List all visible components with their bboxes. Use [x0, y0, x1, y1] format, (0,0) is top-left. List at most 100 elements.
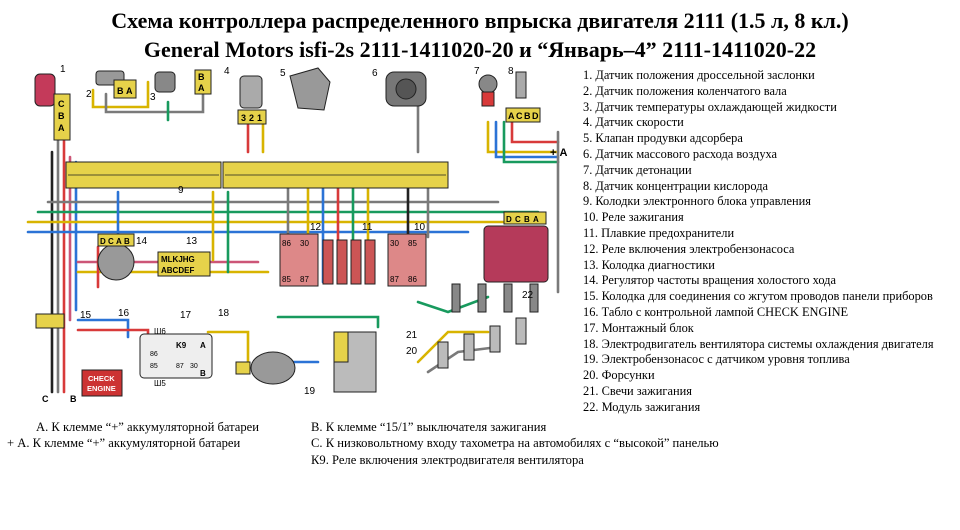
legend-item: 7. Датчик детонации	[583, 162, 692, 177]
relay-12-86: 86	[282, 239, 291, 248]
idle-air-controller	[97, 233, 135, 281]
fuel-pump	[333, 331, 377, 393]
legend-item: 2. Датчик положения коленчатого вала	[583, 83, 787, 98]
label-15: 15	[80, 310, 92, 321]
conn-321-3: 3	[241, 113, 246, 123]
conn-321-1: 1	[257, 113, 262, 123]
relay-k9-85: 85	[150, 363, 158, 370]
component-legend: 1. Датчик положения дроссельной заслонки…	[583, 68, 934, 416]
label-12: 12	[310, 222, 322, 233]
conn-acbd-d: D	[532, 111, 539, 121]
label-13: 13	[186, 236, 198, 247]
note-k9: К9. Реле включения электродвигателя вент…	[311, 453, 584, 467]
legend-item: 6. Датчик массового расхода воздуха	[583, 146, 778, 161]
wiring-diagram: 1 C B A 2 B A 3 B A 4 3 2 1 5 6 7 8 A	[26, 64, 567, 404]
legend-item: 4. Датчик скорости	[583, 115, 684, 130]
sh6-label: Ш6	[154, 327, 166, 336]
label-3: 3	[150, 92, 156, 103]
legend-item: 11. Плавкие предохранители	[583, 225, 735, 240]
bottom-b: B	[70, 394, 77, 404]
conn-dcab-b: B	[124, 237, 130, 246]
label-2: 2	[86, 89, 92, 100]
diag-pins-bottom: ABCDEF	[161, 266, 194, 275]
cooling-fan-motor	[235, 351, 296, 385]
check-engine-line-1: CHECK	[88, 374, 115, 383]
legend-item: 9. Колодки электронного блока управления	[583, 194, 811, 209]
legend-item: 14. Регулятор частоты вращения холостого…	[583, 273, 836, 288]
bottom-c: C	[42, 394, 49, 404]
conn-ba-a-2: A	[126, 86, 133, 96]
relay-12-30: 30	[300, 239, 309, 248]
check-engine-line-2: ENGINE	[87, 384, 116, 393]
conn-ba-a-3: A	[198, 83, 205, 93]
legend-item: 3. Датчик температуры охлаждающей жидкос…	[583, 99, 837, 114]
coolant-temperature-sensor	[154, 69, 212, 95]
label-8: 8	[508, 66, 514, 77]
legend-item: 21. Свечи зажигания	[583, 383, 692, 398]
conn-cba-a: A	[58, 123, 65, 133]
legend-item: 12. Реле включения электробензонасоса	[583, 241, 795, 256]
label-10: 10	[414, 222, 426, 233]
pin-b: B	[200, 369, 206, 378]
fuses	[322, 239, 376, 285]
label-4: 4	[224, 66, 230, 77]
relay-10-30: 30	[390, 239, 399, 248]
relay-k9-87: 87	[176, 363, 184, 370]
relay-10-87: 87	[390, 275, 399, 284]
label-19: 19	[304, 386, 316, 397]
legend-item: 15. Колодка для соединения со жгутом про…	[583, 289, 933, 304]
plus-a-label: + А	[550, 147, 567, 159]
conn-dcba-c: C	[515, 215, 521, 224]
note-a-2: + А. К клемме “+” аккумуляторной батареи	[7, 436, 241, 450]
ecu-connector-right	[222, 161, 449, 189]
legend-item: 8. Датчик концентрации кислорода	[583, 178, 769, 193]
legend-item: 22. Модуль зажигания	[583, 399, 701, 414]
ignition-relay	[387, 233, 427, 287]
diagram-title-line-2: General Motors isfi-2s 2111-1411020-20 и…	[143, 37, 817, 62]
conn-acbd-c: C	[516, 111, 523, 121]
mounting-block	[139, 333, 213, 379]
k9-label: K9	[176, 341, 187, 350]
sh5-label: Ш5	[154, 379, 166, 388]
label-11: 11	[362, 222, 373, 233]
label-5: 5	[280, 68, 286, 79]
spark-plugs	[451, 283, 539, 313]
conn-ba-b-2: B	[117, 86, 124, 96]
ignition-module	[483, 211, 549, 283]
relay-10-86: 86	[408, 275, 417, 284]
label-18: 18	[218, 308, 230, 319]
legend-item: 17. Монтажный блок	[583, 320, 694, 335]
legend-item: 13. Колодка диагностики	[583, 257, 715, 272]
conn-dcab-c: C	[108, 237, 114, 246]
conn-dcba-a: A	[533, 215, 539, 224]
oxygen-sensor	[505, 71, 541, 123]
label-20: 20	[406, 346, 418, 357]
conn-dcba-d: D	[506, 215, 512, 224]
relay-10-85: 85	[408, 239, 417, 248]
conn-ba-b-3: B	[198, 72, 205, 82]
label-6: 6	[372, 68, 378, 79]
note-b: В. К клемме “15/1” выключателя зажигания	[311, 420, 547, 434]
conn-cba-b: B	[58, 111, 65, 121]
legend-item: 5. Клапан продувки адсорбера	[583, 131, 743, 146]
canister-purge-valve	[289, 67, 331, 111]
legend-item: 20. Форсунки	[583, 368, 655, 383]
conn-dcab-a: A	[116, 237, 122, 246]
pin-a: A	[200, 341, 206, 350]
crankshaft-position-sensor	[95, 70, 137, 99]
label-7: 7	[474, 66, 480, 77]
conn-321-2: 2	[249, 113, 254, 123]
label-21: 21	[406, 330, 418, 341]
legend-item: 16. Табло с контрольной лампой CHECK ENG…	[583, 304, 849, 319]
label-16: 16	[118, 308, 130, 319]
legend-item: 10. Реле зажигания	[583, 210, 684, 225]
instrument-panel-connector	[35, 313, 65, 329]
label-1: 1	[60, 64, 66, 75]
mass-air-flow-sensor	[385, 71, 427, 107]
label-9: 9	[178, 185, 184, 196]
conn-acbd-a: A	[508, 111, 515, 121]
legend-item: 19. Электробензонасос с датчиком уровня …	[583, 352, 850, 367]
fuel-pump-relay	[279, 233, 319, 287]
conn-acbd-b: B	[524, 111, 531, 121]
diagnostic-connector	[157, 251, 211, 277]
